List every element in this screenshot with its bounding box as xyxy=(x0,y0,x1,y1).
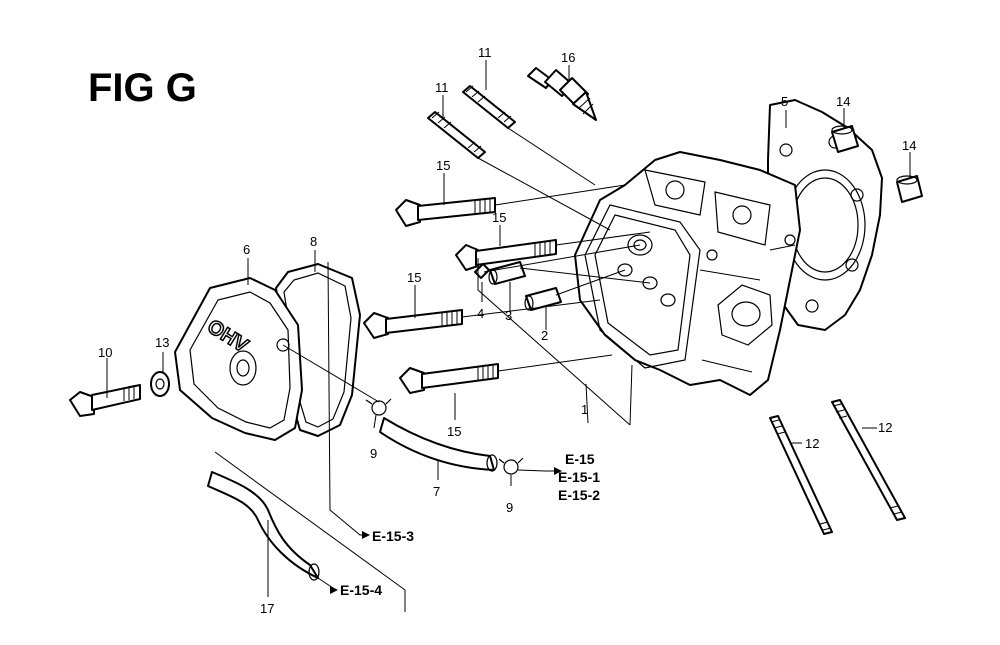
callout-7: 7 xyxy=(433,484,440,499)
callout-11: 11 xyxy=(478,45,492,60)
dowel-pin xyxy=(831,125,859,153)
sealing-washer xyxy=(150,371,170,397)
callout-2: 2 xyxy=(541,328,548,343)
spark-plug xyxy=(527,67,597,121)
ref-e-15-4[interactable]: E-15-4 xyxy=(340,582,382,598)
callout-5: 5 xyxy=(781,94,788,109)
breather-tube xyxy=(379,417,498,472)
arrow-icon xyxy=(362,531,370,539)
dowel-pin xyxy=(896,175,923,203)
callout-17: 17 xyxy=(260,601,274,616)
arrow-icon xyxy=(330,586,338,594)
part-callouts: 1 2 3 4 5 6 7 8 9 9 10 11 11 12 12 13 14… xyxy=(98,45,916,616)
callout-12: 12 xyxy=(805,436,819,451)
callout-15: 15 xyxy=(447,424,461,439)
ref-e-15-3[interactable]: E-15-3 xyxy=(372,528,414,544)
callout-15: 15 xyxy=(492,210,506,225)
callout-9: 9 xyxy=(370,446,377,461)
callout-8: 8 xyxy=(310,234,317,249)
hose-clip xyxy=(498,457,524,475)
collar xyxy=(488,261,526,285)
cylinder-head xyxy=(574,151,801,396)
valve-cover: OHV xyxy=(174,277,303,441)
callout-9: 9 xyxy=(506,500,513,515)
flange-bolt xyxy=(455,239,557,271)
hose-clip xyxy=(365,398,392,416)
figure-title: FIG G xyxy=(88,66,197,110)
callout-6: 6 xyxy=(243,242,250,257)
arrow-icon xyxy=(554,467,562,475)
callout-12: 12 xyxy=(878,420,892,435)
callout-13: 13 xyxy=(155,335,169,350)
cover-bolt xyxy=(69,384,141,417)
callout-14: 14 xyxy=(836,94,850,109)
stud-bolt xyxy=(769,415,833,535)
flange-bolt xyxy=(395,197,496,227)
callout-16: 16 xyxy=(561,50,575,65)
callout-11: 11 xyxy=(435,80,449,95)
stud-bolt xyxy=(462,85,516,129)
callout-15: 15 xyxy=(407,270,421,285)
callout-14: 14 xyxy=(902,138,916,153)
stud-bolt xyxy=(831,399,906,521)
callout-15: 15 xyxy=(436,158,450,173)
ref-e-15-1[interactable]: E-15-1 xyxy=(558,469,600,485)
ref-e-15-2[interactable]: E-15-2 xyxy=(558,487,600,503)
breather-tube xyxy=(207,471,320,581)
callout-3: 3 xyxy=(505,308,512,323)
callout-10: 10 xyxy=(98,345,112,360)
callout-4: 4 xyxy=(477,306,484,321)
leader-lines xyxy=(106,60,911,612)
stud-bolt xyxy=(427,111,486,159)
flange-bolt xyxy=(399,363,499,394)
flange-bolt xyxy=(363,309,463,339)
collar xyxy=(524,287,562,311)
callout-1: 1 xyxy=(581,402,588,417)
reference-callouts: E-15 E-15-1 E-15-2 E-15-3 E-15-4 xyxy=(330,451,600,598)
ref-e-15[interactable]: E-15 xyxy=(565,451,595,467)
